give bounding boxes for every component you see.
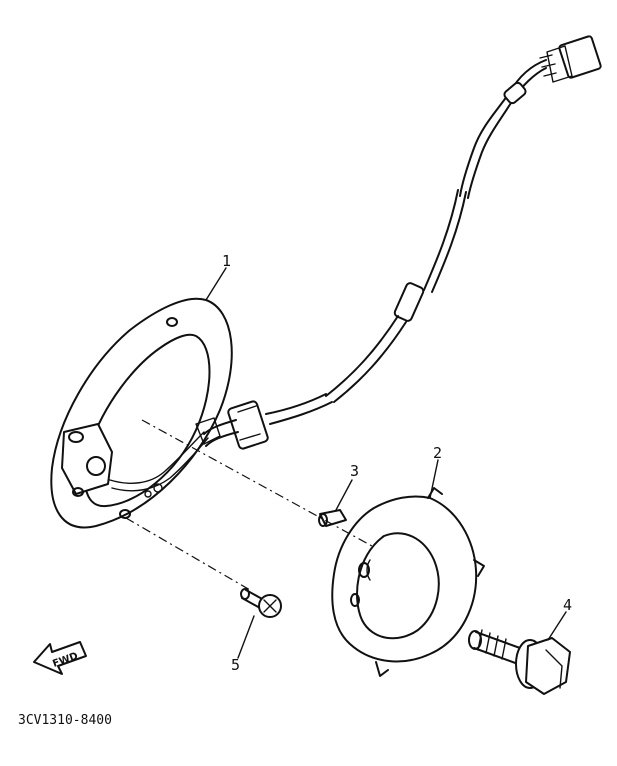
callout-leaders xyxy=(205,267,567,659)
forward-arrow-icon: FWD xyxy=(33,641,87,675)
diagram-code: 3CV1310-8400 xyxy=(18,713,112,728)
assembly-center-lines xyxy=(125,419,373,591)
callout-3: 3 xyxy=(350,462,359,480)
callout-5: 5 xyxy=(231,656,240,674)
dowel-pin xyxy=(318,509,347,527)
hex-flange-bolt xyxy=(468,629,571,695)
screw xyxy=(240,588,282,618)
callout-1: 1 xyxy=(222,252,231,270)
wire-harness xyxy=(203,35,602,450)
callout-2: 2 xyxy=(433,444,442,462)
pickup-coil-base-plate xyxy=(50,297,233,529)
rotor-plate xyxy=(331,487,485,677)
callout-4: 4 xyxy=(563,596,572,614)
